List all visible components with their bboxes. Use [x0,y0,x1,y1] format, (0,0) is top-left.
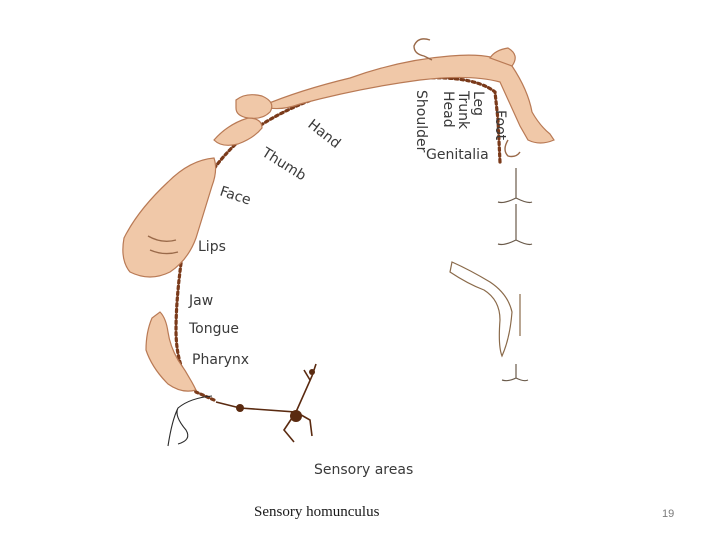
label-thumb: Thumb [258,144,309,184]
neuron-body-top [309,369,315,375]
label-jaw: Jaw [188,293,213,309]
spinal-lines [497,168,533,382]
label-face: Face [218,184,253,209]
face-shape [122,157,217,278]
label-leg: Leg [470,91,486,116]
tongue-shape [145,311,197,392]
face-mouth [147,235,179,255]
neurons [215,363,317,443]
label-head: Head [440,91,456,128]
homunculus-body [260,47,555,144]
label-trunk: Trunk [455,90,471,130]
label-sensory-areas: Sensory areas [314,462,413,478]
side-organ [449,261,513,358]
neuron-body-large [290,410,302,422]
label-tongue: Tongue [188,321,239,337]
slide-number: 19 [662,508,675,520]
nerve-lines-left [167,395,213,447]
toe-hook [504,139,521,158]
head-outline [413,38,433,61]
label-hand: Hand [305,117,344,152]
label-foot: Foot [492,110,508,141]
neuron-body-small [236,404,244,412]
label-lips: Lips [198,239,226,255]
slide-caption: Sensory homunculus [254,504,380,520]
label-pharynx: Pharynx [192,352,249,368]
hand-shape [213,94,273,146]
label-genitalia: Genitalia [426,147,489,163]
label-shoulder: Shoulder [413,90,429,153]
